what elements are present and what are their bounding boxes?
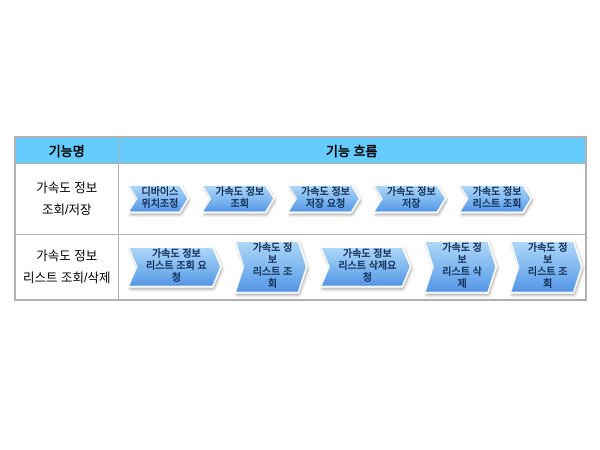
flow-steps-row: 디바이스 위치조정 가속도 정보 조회 가속도 정보 저장 요청 가속도 정보 … [119, 184, 586, 214]
chevron-arrow-icon: 가속도 정보 저장 [373, 184, 447, 214]
flow-step-chevron: 디바이스 위치조정 [128, 184, 190, 214]
flow-step-chevron: 가속도 정보 리스트 삭제요청 [320, 246, 412, 288]
chevron-arrow-icon: 가속도 정보 리스트 조회 [509, 240, 583, 294]
flow-step-chevron: 가속도 정보 조회 [201, 184, 275, 214]
chevron-arrow-icon: 가속도 정보 리스트 삭제 [424, 240, 498, 294]
chevron-arrow-icon: 디바이스 위치조정 [128, 184, 190, 214]
flow-step-chevron: 가속도 정보 저장 요청 [287, 184, 361, 214]
function-name-cell: 가속도 정보 리스트 조회/삭제 [14, 233, 119, 301]
flow-step-label: 가속도 정보 리스트 조회 요청 [130, 248, 221, 286]
flow-step-chevron: 가속도 정보 리스트 조회 [234, 240, 308, 294]
flow-steps-row: 가속도 정보 리스트 조회 요청 가속도 정보 리스트 조회 가속도 정보 리스… [119, 240, 586, 294]
chevron-arrow-icon: 가속도 정보 리스트 조회 [234, 240, 308, 294]
flow-step-label: 가속도 정보 저장 [375, 186, 445, 212]
chevron-arrow-icon: 가속도 정보 리스트 조회 요청 [128, 246, 223, 288]
function-flow-cell: 가속도 정보 리스트 조회 요청 가속도 정보 리스트 조회 가속도 정보 리스… [117, 233, 587, 301]
function-flow-cell: 디바이스 위치조정 가속도 정보 조회 가속도 정보 저장 요청 가속도 정보 … [117, 162, 587, 235]
flow-step-label: 가속도 정보 리스트 조회 [461, 186, 531, 212]
chevron-arrow-icon: 가속도 정보 조회 [201, 184, 275, 214]
header-function-flow: 기능 흐름 [117, 136, 587, 164]
flow-step-label: 가속도 정보 리스트 조회 [511, 242, 581, 292]
table-row-accel-list-delete: 가속도 정보 리스트 조회/삭제 가속도 정보 리스트 조회 요청 가속도 정보… [14, 233, 587, 301]
flow-step-label: 가속도 정보 리스트 삭제요청 [322, 248, 410, 286]
table-header-row: 기능명 기능 흐름 [14, 136, 587, 164]
function-flow-table: 기능명 기능 흐름 가속도 정보 조회/저장 디바이스 위치조정 가속도 정보 … [14, 136, 587, 301]
flow-step-label: 가속도 정보 리스트 삭제 [426, 242, 496, 292]
flow-step-chevron: 가속도 정보 리스트 조회 [509, 240, 583, 294]
flow-step-label: 가속도 정보 조회 [203, 186, 273, 212]
table-row-accel-save: 가속도 정보 조회/저장 디바이스 위치조정 가속도 정보 조회 가속도 정보 … [14, 162, 587, 235]
header-function-name: 기능명 [14, 136, 119, 164]
flow-step-chevron: 가속도 정보 리스트 조회 [459, 184, 533, 214]
flow-step-label: 디바이스 위치조정 [130, 186, 188, 212]
flow-step-chevron: 가속도 정보 리스트 조회 요청 [128, 246, 223, 288]
flow-step-label: 가속도 정보 저장 요청 [289, 186, 359, 212]
function-name-cell: 가속도 정보 조회/저장 [14, 162, 119, 235]
flow-step-label: 가속도 정보 리스트 조회 [236, 242, 306, 292]
flow-step-chevron: 가속도 정보 리스트 삭제 [424, 240, 498, 294]
chevron-arrow-icon: 가속도 정보 리스트 삭제요청 [320, 246, 412, 288]
chevron-arrow-icon: 가속도 정보 저장 요청 [287, 184, 361, 214]
chevron-arrow-icon: 가속도 정보 리스트 조회 [459, 184, 533, 214]
flow-step-chevron: 가속도 정보 저장 [373, 184, 447, 214]
